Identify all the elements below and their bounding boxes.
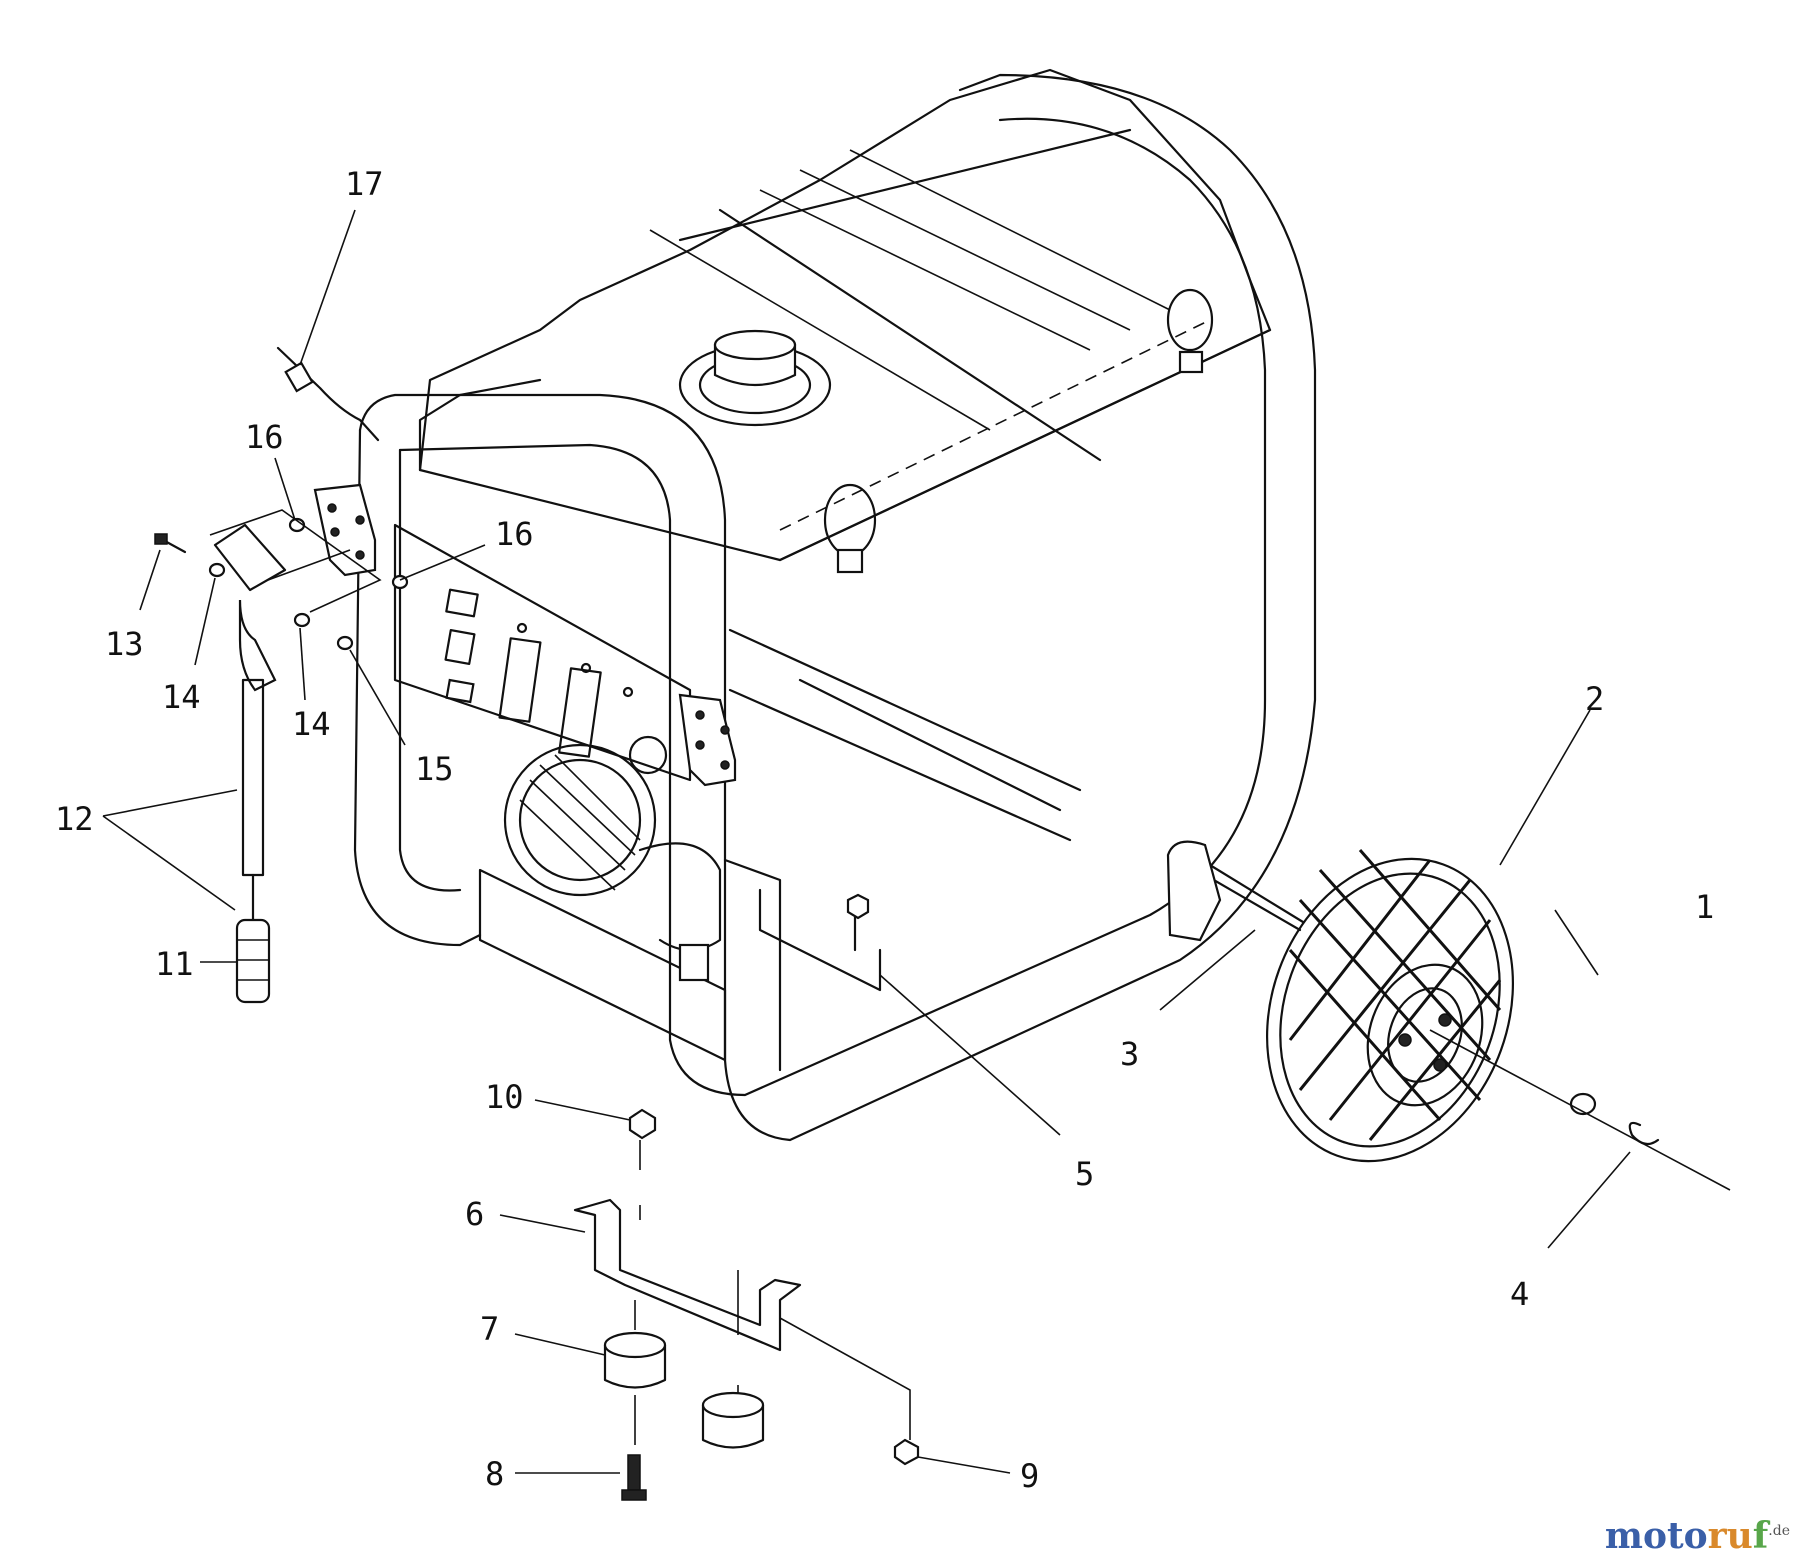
leader-2 [1499, 709, 1591, 866]
leader-lines [102, 209, 1631, 1474]
leader-7 [514, 1333, 606, 1356]
callout-16b: 16 [495, 515, 534, 553]
callout-7: 7 [480, 1310, 499, 1348]
leader-12 [102, 789, 238, 911]
callout-15: 15 [415, 750, 454, 788]
engine-assembly [478, 678, 1062, 1062]
callout-10: 10 [485, 1078, 524, 1116]
watermark-suffix: .de [1768, 1523, 1790, 1539]
callout-1: 1 [1695, 888, 1714, 926]
watermark-logo: motoruf.de [1605, 1515, 1790, 1557]
callout-17: 17 [345, 165, 384, 203]
watermark-part2: ru [1707, 1515, 1753, 1557]
callout-2: 2 [1585, 680, 1604, 718]
watermark-part3: f [1752, 1515, 1769, 1557]
leader-1 [1554, 909, 1599, 976]
callout-4: 4 [1510, 1275, 1529, 1313]
fuel-tank [418, 68, 1272, 574]
leader-14b [299, 627, 306, 701]
frame-tube [353, 73, 1317, 1142]
callout-16a: 16 [245, 418, 284, 456]
callout-13: 13 [105, 625, 144, 663]
leader-15 [349, 649, 406, 746]
callout-3: 3 [1120, 1035, 1139, 1073]
handle-assembly [154, 346, 409, 1004]
leader-13 [139, 549, 161, 611]
callout-14a: 14 [162, 678, 201, 716]
foot-bracket [573, 893, 920, 1501]
leader-10 [534, 1099, 631, 1121]
leader-5 [879, 974, 1061, 1136]
leader-17 [299, 209, 356, 366]
callout-9: 9 [1020, 1457, 1039, 1495]
wheel [1166, 840, 1731, 1191]
callout-5: 5 [1075, 1155, 1094, 1193]
leader-16a [274, 457, 296, 521]
leader-4 [1547, 1151, 1631, 1249]
leader-3 [1159, 929, 1256, 1011]
leader-14a [194, 577, 216, 666]
callout-6: 6 [465, 1195, 484, 1233]
leader-6 [499, 1214, 586, 1233]
leader-9 [917, 1456, 1011, 1474]
callout-11: 11 [155, 945, 194, 983]
callout-14b: 14 [292, 705, 331, 743]
watermark-part1: moto [1604, 1515, 1708, 1557]
control-panel [313, 483, 737, 787]
callout-12: 12 [55, 800, 94, 838]
leader-16b [399, 544, 486, 581]
callout-labels: 1 2 3 4 5 6 7 8 9 10 11 12 13 14 14 15 1… [55, 165, 1714, 1495]
callout-8: 8 [485, 1455, 504, 1493]
